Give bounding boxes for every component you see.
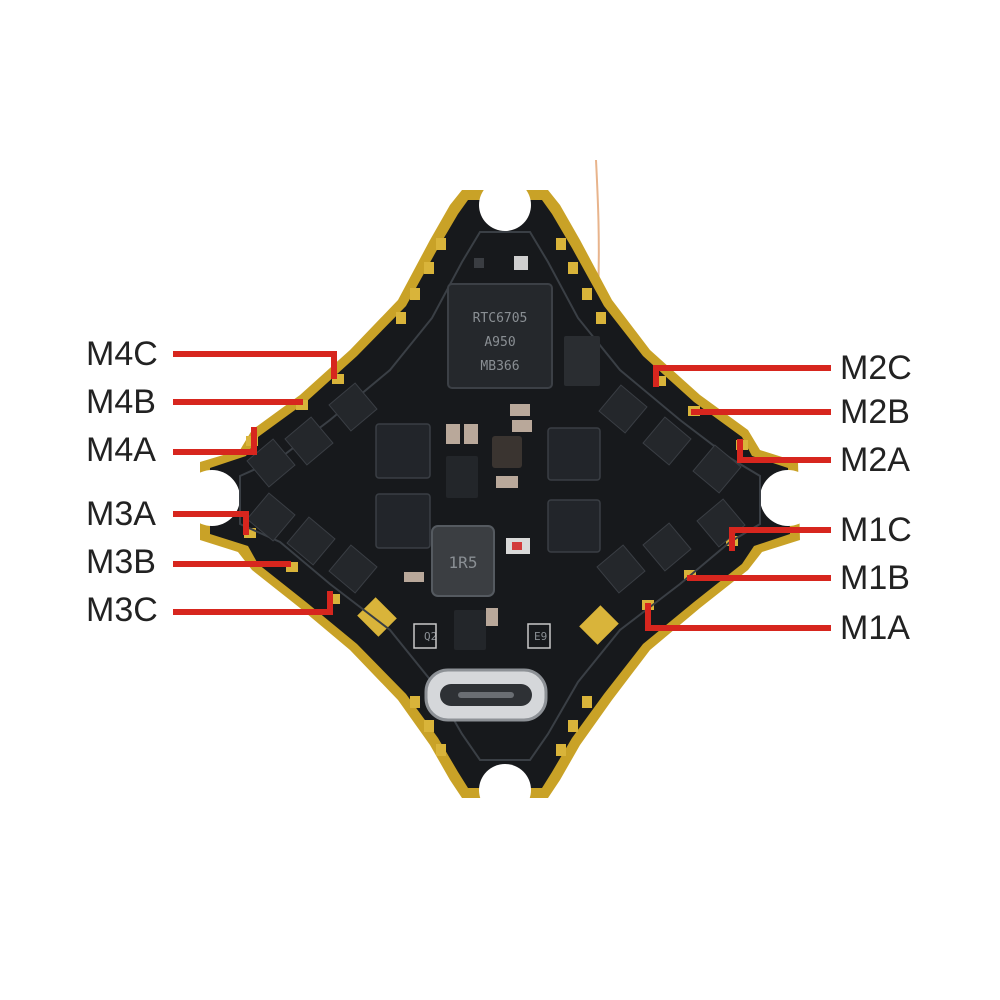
leader-m4a [173,427,257,455]
leader-lines [173,351,831,631]
mount-hole-top [479,179,531,231]
esc-chips [375,423,601,553]
label-m3a: M3A [86,495,156,533]
sot-chip [446,456,478,498]
usb-c-tongue [458,692,514,698]
small-chip-top [514,256,528,270]
inductor-marking: 1R5 [449,553,478,572]
mosfets-right [596,384,746,594]
label-m4b: M4B [86,383,156,421]
leader-m2c [653,365,831,387]
leader-m1c [729,527,831,551]
leader-m3c [173,591,333,615]
inductor [431,525,495,597]
e9-marking: E9 [534,630,547,643]
mount-hole-left [184,470,240,526]
label-m3c: M3C [86,591,158,629]
mosfets-left [246,382,378,594]
passives [404,404,532,626]
mcu-marking-3: MB366 [480,359,519,374]
leader-m2a [737,439,831,463]
pcb-board [210,200,790,788]
mount-hole-right [760,470,816,526]
regulator-chip [492,436,522,468]
label-m1b: M1B [840,559,910,597]
leader-m1a [645,603,831,631]
label-m2c: M2C [840,349,912,387]
label-m1c: M1C [840,511,912,549]
leader-m3a [173,511,249,535]
label-m4c: M4C [86,335,158,373]
label-m3b: M3B [86,543,156,581]
q2-marking: Q2 [424,630,437,643]
e9-outline [527,623,551,649]
mcu-marking-1: RTC6705 [473,311,528,326]
label-m1a: M1A [840,609,910,647]
leader-m4c [173,351,337,379]
label-m4a: M4A [86,431,156,469]
vtx-chip [564,336,600,386]
transistor-q2 [454,610,486,650]
status-led-red [512,542,522,550]
q2-outline [413,623,437,649]
mount-hole-bottom [479,764,531,816]
mcu-marking-2: A950 [484,335,515,350]
label-m2b: M2B [840,393,910,431]
mcu-chip [447,283,553,389]
label-m2a: M2A [840,441,910,479]
small-chip-top-2 [474,258,484,268]
